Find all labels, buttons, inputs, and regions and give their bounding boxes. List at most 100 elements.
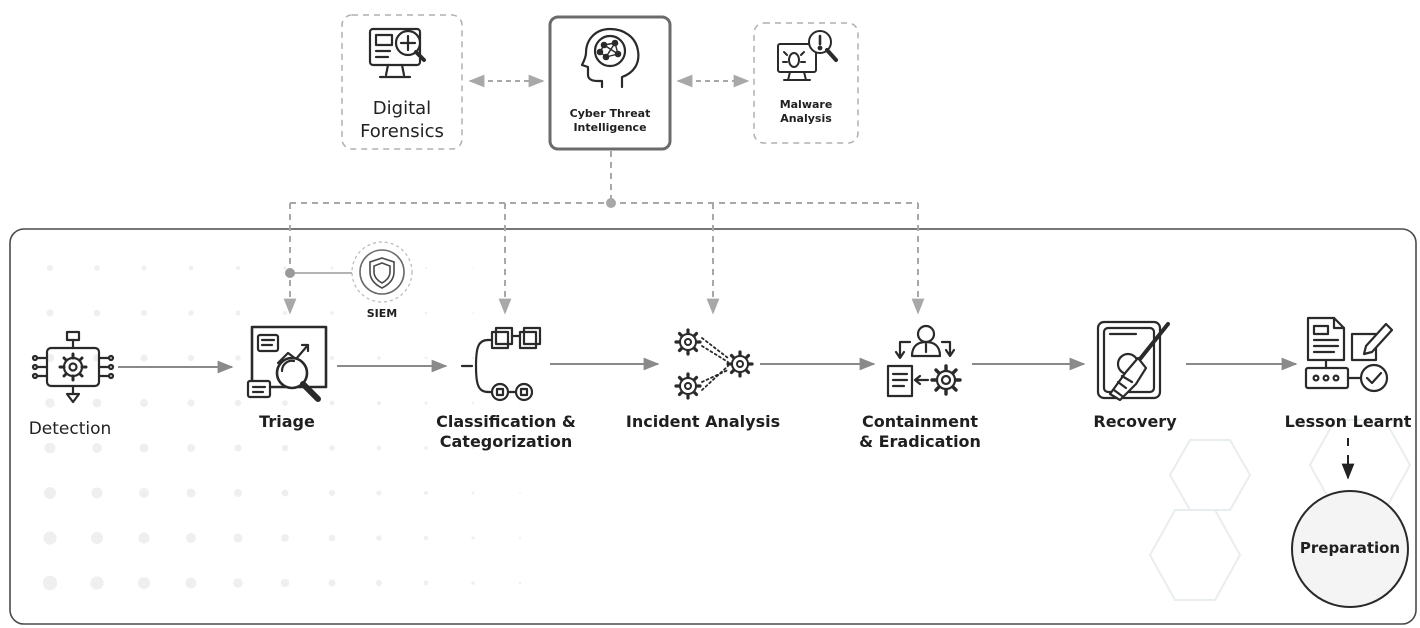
hdd-broom-icon [1096, 320, 1170, 402]
classification-line1: Classification & [436, 412, 576, 431]
siem-label: SIEM [366, 307, 398, 320]
step-recovery-label: Recovery [1093, 412, 1177, 431]
malware-analysis-label: Malware Analysis [754, 98, 858, 126]
cti-label: Cyber Threat Intelligence [550, 107, 670, 135]
pattern-dot [519, 492, 521, 494]
pattern-dot [376, 445, 382, 451]
pattern-dot [141, 310, 147, 316]
step-containment-label: Containment & Eradication [846, 412, 994, 452]
pattern-dot [471, 401, 475, 405]
pattern-dot [424, 491, 428, 495]
pattern-dot [376, 580, 382, 586]
pattern-dot [94, 265, 100, 271]
pattern-dot [234, 444, 242, 452]
chart-magnifier-icon [246, 325, 328, 402]
pattern-dot [377, 401, 381, 405]
pattern-dot [376, 490, 382, 496]
pattern-dot [140, 399, 148, 407]
malware-line1: Malware [779, 98, 833, 111]
monitor-magnifier-icon [368, 27, 426, 79]
pattern-dot [92, 443, 102, 453]
process-flow-arrows [118, 357, 1298, 374]
pattern-dot [43, 531, 57, 545]
pattern-dot [90, 531, 104, 545]
pattern-dot [188, 265, 194, 271]
pattern-dot [329, 490, 335, 496]
pattern-dot [330, 311, 334, 315]
pattern-dot [186, 533, 196, 543]
pattern-dot [518, 581, 522, 585]
pattern-dot [519, 312, 521, 314]
pattern-dot [282, 310, 288, 316]
step-incident-analysis-label: Incident Analysis [625, 412, 781, 431]
pattern-dot [236, 266, 240, 270]
digital-forensics-line1: Digital [372, 98, 432, 119]
malware-line2: Analysis [780, 111, 832, 125]
pattern-dot [377, 266, 381, 270]
pattern-dot [471, 446, 475, 450]
pattern-dot [283, 266, 287, 270]
pattern-dot [44, 442, 56, 454]
pattern-dot [328, 534, 336, 542]
chip-gear-icon [31, 330, 115, 404]
pattern-dot [90, 576, 104, 590]
pattern-dot [518, 536, 522, 540]
pattern-dot [425, 267, 427, 269]
step-preparation-label: Preparation [1299, 539, 1401, 557]
pattern-dot [233, 578, 243, 588]
cti-box [548, 15, 672, 151]
step-triage-label: Triage [259, 412, 315, 431]
pattern-dot [234, 399, 242, 407]
pattern-dot [186, 443, 196, 453]
brain-head-icon [580, 27, 640, 89]
pattern-dot [185, 577, 197, 589]
pattern-dot [138, 577, 150, 589]
pattern-dot [233, 533, 243, 543]
pattern-dot [280, 578, 290, 588]
pattern-dot [472, 267, 474, 269]
containment-line2: & Eradication [859, 432, 981, 451]
pattern-dot [93, 309, 101, 317]
step-detection-label: Detection [28, 419, 112, 439]
pattern-dot [138, 532, 150, 544]
pattern-dot [139, 488, 149, 498]
person-gear-document-icon [886, 324, 962, 398]
pattern-dot [471, 356, 475, 360]
pattern-dot [471, 536, 475, 540]
cti-line1: Cyber Threat [569, 107, 651, 120]
pattern-dot [281, 534, 289, 542]
pattern-dot [139, 443, 149, 453]
pattern-dot [424, 401, 428, 405]
pattern-dot [44, 487, 56, 499]
pattern-dot [42, 575, 58, 591]
malware-analysis-box [753, 22, 859, 144]
containment-line1: Containment [861, 412, 978, 431]
digital-forensics-label: Digital Forensics [342, 97, 462, 144]
cti-distribution-lines [283, 151, 925, 315]
pattern-dot [281, 489, 289, 497]
pattern-dot [424, 311, 428, 315]
pattern-dot [471, 491, 475, 495]
preparation-circle [1291, 490, 1409, 608]
classification-line2: Categorization [439, 432, 573, 451]
pattern-dot [423, 580, 429, 586]
pattern-dot [519, 402, 521, 404]
pattern-dot [376, 535, 382, 541]
pattern-dot [471, 581, 475, 585]
step-classification-label: Classification & Categorization [418, 412, 594, 452]
pattern-dot [329, 355, 335, 361]
documents-check-icon [1304, 316, 1394, 393]
pattern-dot [234, 489, 242, 497]
pattern-dot [91, 487, 103, 499]
pattern-dot [472, 312, 474, 314]
pattern-dot [186, 488, 196, 498]
digital-forensics-line2: Forensics [360, 121, 444, 143]
digital-forensics-box [341, 14, 463, 150]
pattern-dot [45, 398, 55, 408]
bug-magnifier-icon [777, 30, 838, 81]
cti-line2: Intelligence [573, 120, 647, 134]
pattern-dot [140, 354, 148, 362]
pattern-dot [329, 400, 335, 406]
dot-pattern [42, 265, 522, 591]
branch-blocks-icon [460, 326, 542, 402]
